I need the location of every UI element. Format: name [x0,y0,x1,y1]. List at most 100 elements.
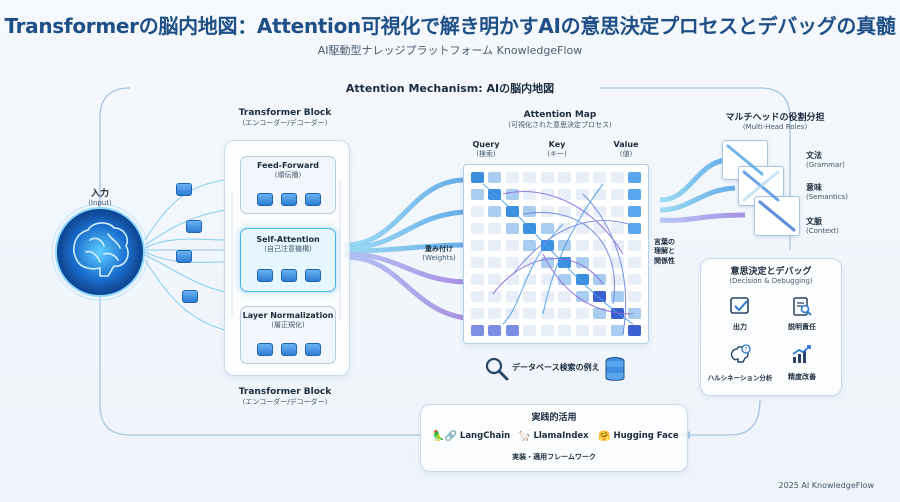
brain-question-icon: ? [728,344,752,366]
attention-cube [257,269,273,282]
block-top-title: Transformer Block [238,108,332,118]
layer-norm-label: Layer Normalization [242,311,334,320]
block-bottom-title: Transformer Block [238,387,332,397]
attention-cell [558,223,572,234]
llamaindex-label: LlamaIndex [533,431,589,441]
attention-map-header: Attention Map (可視化された意思決定プロセス) [470,110,650,130]
attention-cell [488,223,502,234]
attention-cell [505,308,519,319]
attention-cell [628,325,641,336]
attention-cell [628,274,641,285]
feed-forward-label: Feed-Forward [256,161,320,170]
brain-icon [72,226,128,278]
checkbox-icon [728,296,752,318]
attention-cell [471,308,484,319]
feed-forward-layer[interactable]: Feed-Forward (順伝播) [240,156,336,214]
attention-map-title: Attention Map [523,110,597,120]
attention-cell [558,189,572,200]
attention-cell [628,206,641,217]
attention-cell [505,240,519,251]
attention-cell [540,325,554,336]
langchain-link[interactable]: 🦜🔗 LangChain [432,428,510,444]
attention-cell [523,291,537,302]
attention-cell [628,257,641,268]
attention-cell [593,206,607,217]
attention-cell [628,240,641,251]
attention-cell [505,223,519,234]
attention-cell [610,291,624,302]
attention-cell [471,257,484,268]
block-bottom-sub: (エンコーダー/デコーダー) [242,398,328,406]
decision-hallucination-label: ハルシネーション分析 [707,374,773,382]
norm-cube [305,343,321,356]
neuron-cube [257,193,273,206]
self-attention-layer[interactable]: Self-Attention (自己注意機構) [240,228,336,292]
transformer-block-bottom-label: Transformer Block (エンコーダー/デコーダー) [215,387,355,407]
attention-cell [593,223,607,234]
attention-cell [558,325,572,336]
practical-caption: 実装・適用フレームワーク [512,453,596,461]
svg-text:?: ? [744,347,747,354]
query-sub: (検索) [476,150,496,158]
attention-cell [558,172,572,183]
attention-cell [610,189,624,200]
weights-title: 重み付け [425,245,453,253]
attention-cell [575,325,589,336]
role-context: 文脈 (Context) [806,216,839,235]
attention-cell [593,189,607,200]
footer-copyright: 2025 AI KnowledgeFlow [778,481,874,490]
attention-cell [471,291,484,302]
growth-chart-icon [790,344,814,366]
llamaindex-link[interactable]: 🦙 LlamaIndex [518,428,589,444]
neuron-cube [305,193,321,206]
multi-head-header: マルチヘッドの役割分担 (Multi-Head Roles) [700,110,850,131]
attention-cell [575,223,589,234]
decision-accuracy-label: 精度改善 [788,373,816,381]
norm-cube [281,343,297,356]
role-semantics-label: 意味 [806,183,822,192]
practical-panel [420,404,688,472]
attention-cell [610,257,624,268]
parrot-link-icon: 🦜🔗 [432,430,457,442]
attention-cell [488,240,502,251]
attention-cell [593,172,607,183]
role-context-sub: (Context) [806,227,839,235]
key-label: Key [548,140,566,149]
attention-cell [488,206,502,217]
attention-cell [471,206,484,217]
attention-cell [505,172,519,183]
attention-cell [575,240,589,251]
value-sub: (値) [619,150,633,158]
role-grammar-sub: (Grammar) [806,161,845,169]
token-cube [186,220,202,233]
database-icon [604,356,626,382]
decision-accountability-label: 説明責任 [788,323,816,331]
attention-cell [575,274,589,285]
attention-cell [575,308,589,319]
huggingface-link[interactable]: 🤗 Hugging Face [598,428,679,444]
attention-cell [628,308,641,319]
layer-normalization-layer[interactable]: Layer Normalization (層正規化) [240,306,336,364]
attention-cell [523,240,537,251]
attention-cell [488,257,502,268]
attention-cell [488,325,502,336]
attention-cell [471,172,484,183]
value-label: Value [613,140,639,149]
database-caption: データベース検索の例え [512,363,600,372]
attention-cell [505,291,519,302]
self-attention-label: Self-Attention [256,235,320,244]
attention-cell [523,172,537,183]
attention-cube [305,269,321,282]
token-cube [176,183,192,196]
document-search-icon [790,296,814,318]
attention-cell [488,308,502,319]
relation-note: 言葉の 理解と 関係性 [654,238,675,265]
attention-cell [523,257,537,268]
search-icon [484,356,510,382]
attention-cell [558,257,572,268]
role-grammar: 文法 (Grammar) [806,150,845,169]
input-label: 入力 (Input) [70,186,130,207]
layer-norm-sub: (層正規化) [271,321,305,329]
attention-cell [610,325,624,336]
hugging-face-icon: 🤗 [598,430,611,442]
